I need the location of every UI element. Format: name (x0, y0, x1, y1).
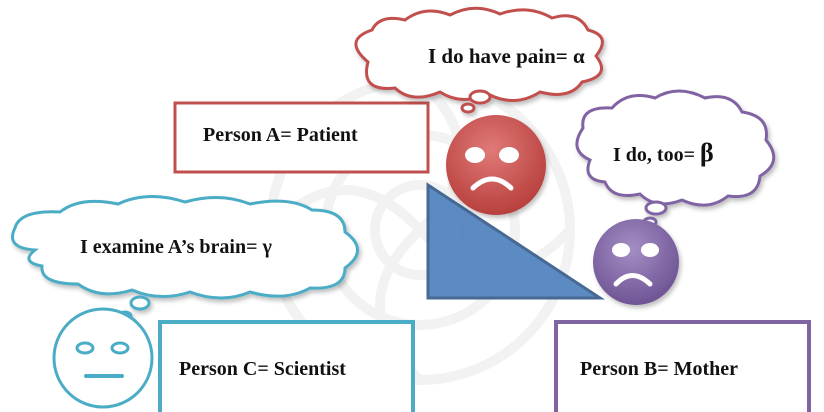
sad-face-icon-b (593, 219, 679, 305)
triangle-shape (426, 182, 606, 300)
person-b-label: Person B= Mother (580, 358, 739, 380)
thought-c-text: I examine A’s brain= (80, 236, 263, 258)
thought-b-symbol: β (699, 138, 714, 167)
neutral-face-icon-c (52, 307, 154, 409)
person-c-box (158, 320, 415, 412)
person-b-box (554, 320, 811, 412)
thought-b-text: I do, too= (613, 144, 700, 166)
person-a-box (173, 101, 430, 174)
thought-text-c: I examine A’s brain= γ (80, 236, 272, 259)
thought-a-symbol: α (573, 44, 585, 68)
person-a-label: Person A= Patient (203, 124, 358, 146)
person-c-label: Person C= Scientist (179, 358, 346, 380)
thought-cloud-a (354, 6, 604, 114)
sad-face-icon-a (446, 115, 546, 215)
thought-a-text: I do have pain= (428, 44, 574, 68)
thought-c-symbol: γ (262, 236, 272, 258)
thought-text-a: I do have pain= α (428, 44, 585, 69)
thought-text-b: I do, too= β (613, 138, 714, 168)
